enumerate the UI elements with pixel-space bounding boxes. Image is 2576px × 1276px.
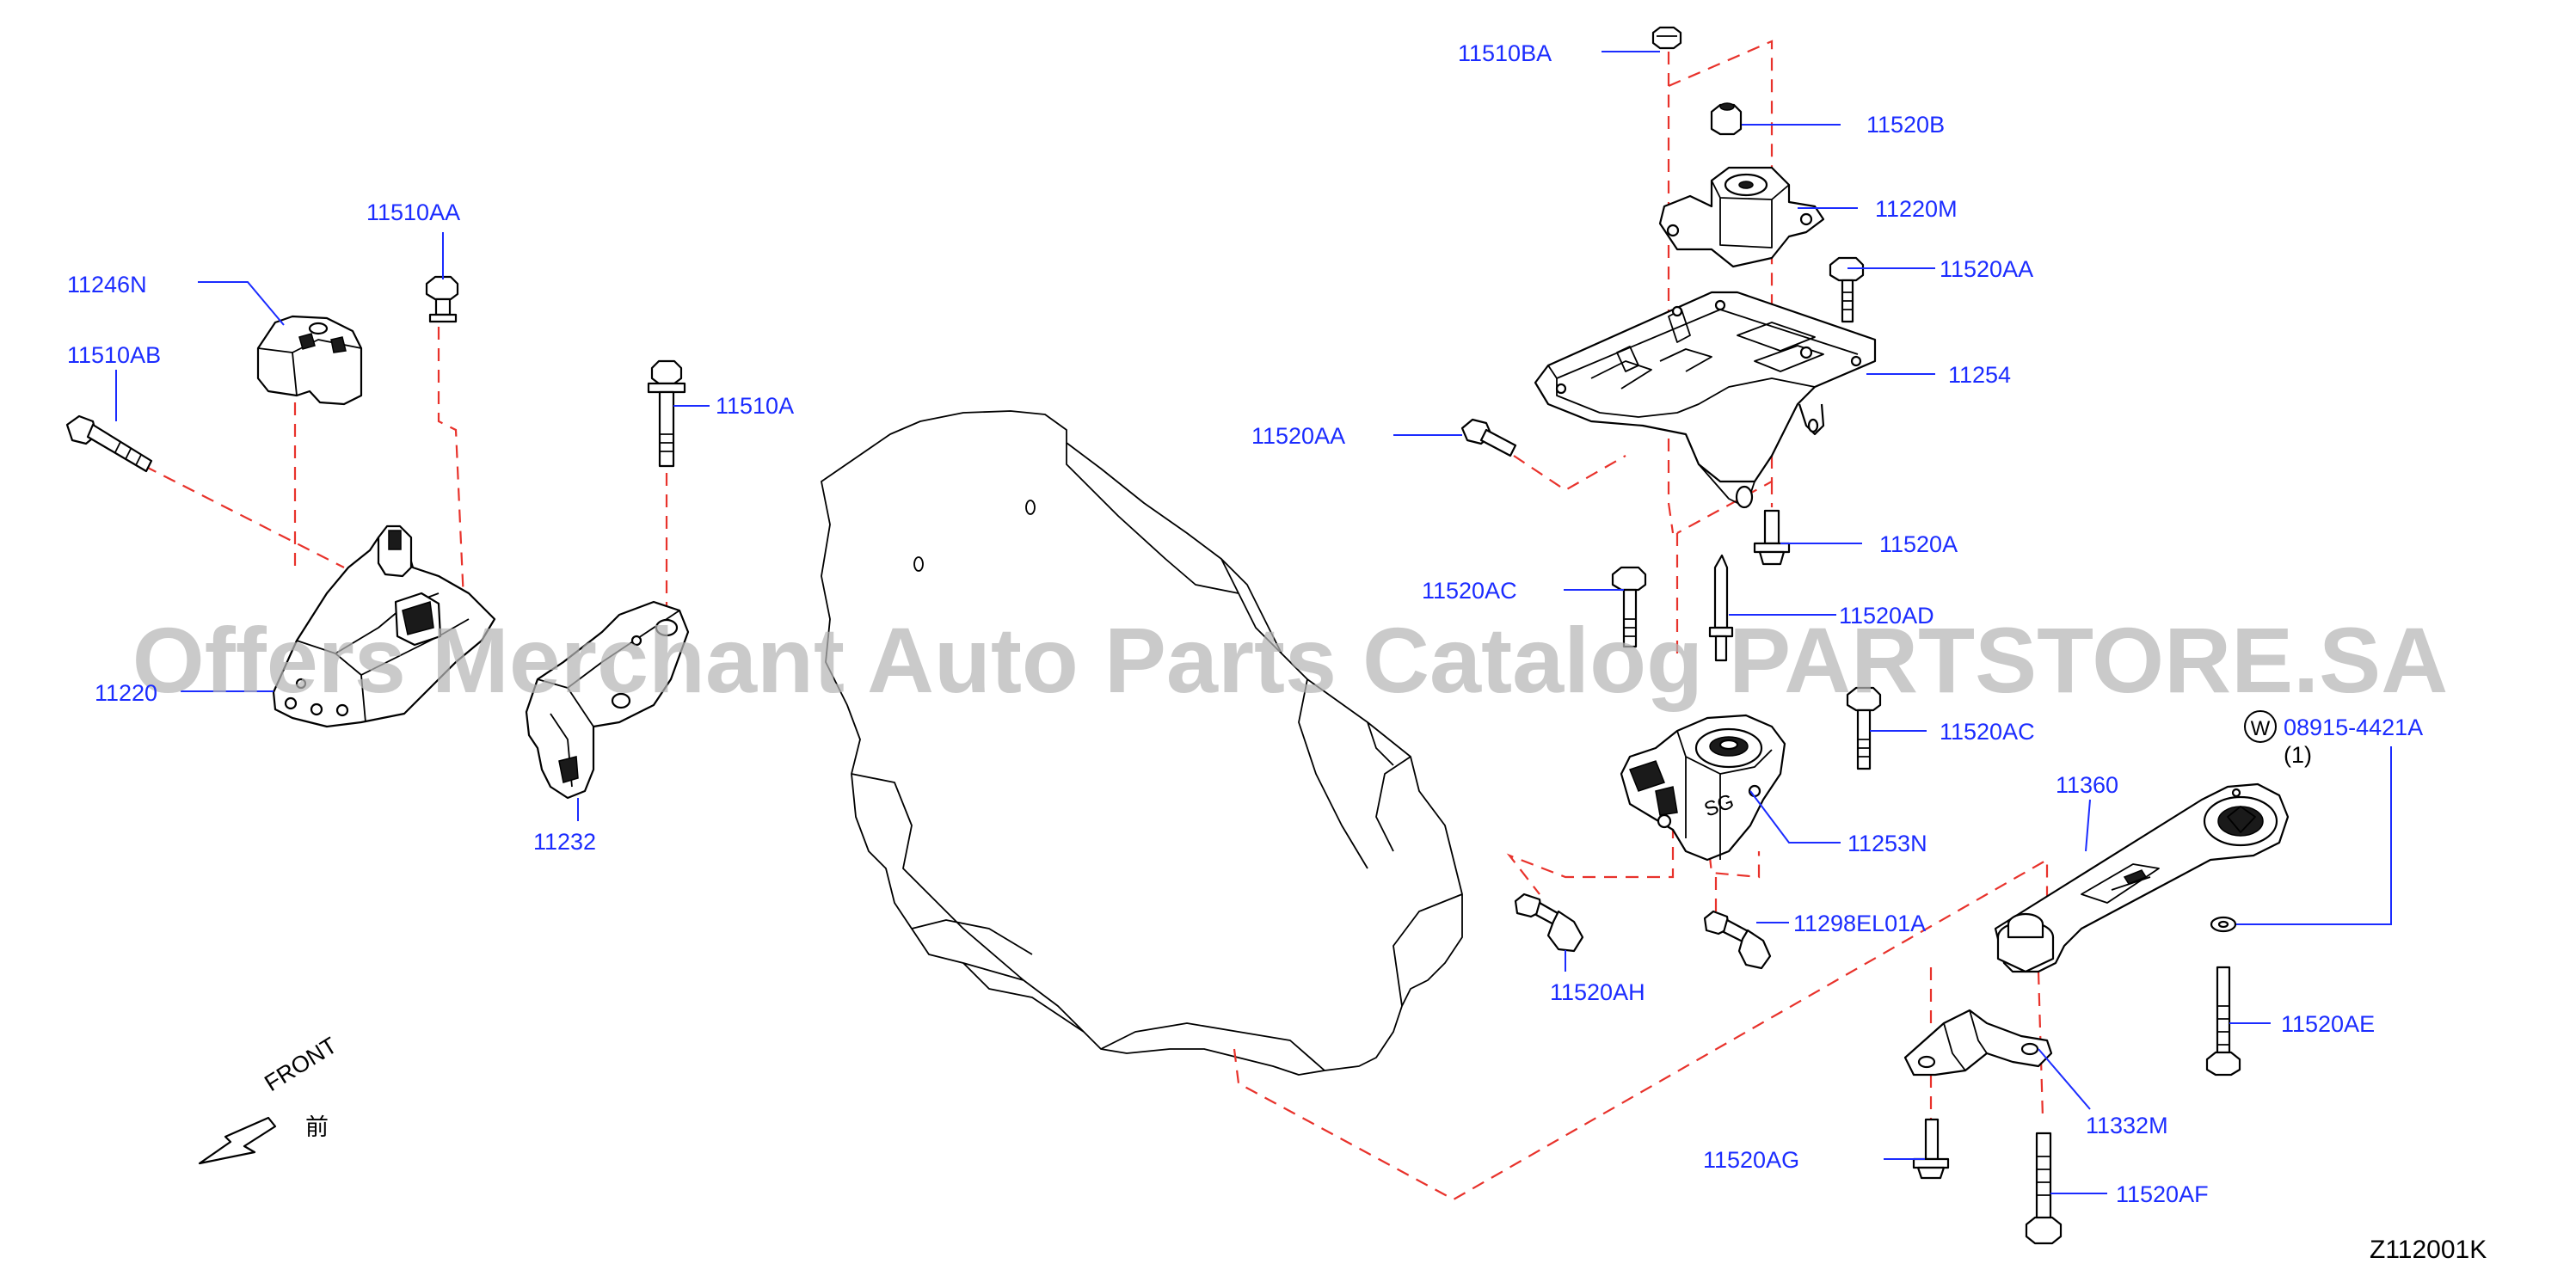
- label-11232: 11232: [533, 829, 596, 855]
- label-11254: 11254: [1948, 362, 2011, 388]
- bolt-11520a: [1753, 509, 1791, 566]
- front-kanji: 前: [305, 1114, 329, 1140]
- label-11253n: 11253N: [1847, 831, 1927, 856]
- label-11332m: 11332M: [2086, 1113, 2168, 1138]
- bolt-11520af: [2025, 1132, 2063, 1245]
- bracket-11232: [525, 600, 690, 800]
- front-label: FRONT: [260, 1032, 341, 1096]
- stud-11520ad: [1708, 554, 1734, 662]
- label-08915-qty: (1): [2284, 742, 2312, 768]
- nut-11510ba: [1651, 26, 1682, 50]
- stopper-11246n: [256, 315, 363, 406]
- label-11520b: 11520B: [1866, 112, 1945, 138]
- label-11520ac-left: 11520AC: [1422, 578, 1517, 604]
- label-11520ah: 11520AH: [1550, 979, 1645, 1005]
- leader-lines: [115, 51, 2392, 1194]
- bolt-11520aa-left: [1460, 418, 1517, 457]
- diagram-code: Z112001K: [2370, 1236, 2487, 1264]
- label-11510a: 11510A: [716, 393, 794, 419]
- label-11520aa-top: 11520AA: [1940, 256, 2033, 282]
- label-11220: 11220: [95, 680, 157, 706]
- washer-symbol: W: [2244, 710, 2277, 743]
- bolt-11520ac-right: [1846, 686, 1882, 770]
- washer-symbol-letter: W: [2251, 717, 2271, 740]
- label-11246n: 11246N: [67, 272, 147, 298]
- bolt-11510a: [647, 359, 686, 468]
- label-11520ac-right: 11520AC: [1940, 719, 2035, 745]
- label-08915-4421a: 08915-4421A: [2284, 715, 2423, 740]
- bolt-11298el01a: [1703, 910, 1772, 970]
- bolt-11520ae: [2205, 966, 2241, 1077]
- label-11520af: 11520AF: [2116, 1181, 2209, 1207]
- part-labels: 11510BA 11520B 11220M 11520AA 11254 1152…: [67, 40, 2423, 1207]
- bolt-11510ab: [65, 414, 153, 473]
- label-11510ba: 11510BA: [1458, 40, 1552, 66]
- label-11298el01a: 11298EL01A: [1793, 911, 1926, 936]
- torque-rod-11360: [1994, 782, 2290, 973]
- guide-lines: [144, 40, 2049, 1201]
- front-direction-arrow: [198, 1116, 277, 1165]
- mount-insulator-11220: [272, 525, 496, 728]
- label-11510ab: 11510AB: [67, 342, 161, 368]
- engine-block: [821, 410, 1463, 1076]
- washer-08915: [2210, 916, 2237, 933]
- bolt-11520aa-top: [1829, 256, 1865, 323]
- mount-insulator-11220m: [1658, 166, 1825, 268]
- label-11520a: 11520A: [1879, 531, 1958, 557]
- bolt-11510aa: [425, 275, 459, 323]
- label-11520ag: 11520AG: [1703, 1147, 1799, 1173]
- label-11220m: 11220M: [1875, 196, 1958, 222]
- bracket-11254: [1534, 291, 1877, 509]
- bracket-11332m: [1903, 1009, 2053, 1077]
- label-11520ad: 11520AD: [1839, 603, 1934, 629]
- label-11520aa-left: 11520AA: [1251, 423, 1345, 449]
- label-11360: 11360: [2056, 772, 2118, 798]
- label-11510aa: 11510AA: [366, 199, 460, 225]
- bolt-11520ah: [1514, 893, 1584, 953]
- bolt-11520ac-left: [1611, 566, 1647, 648]
- nut-11520b: [1710, 102, 1743, 136]
- watermark-text: Offers Merchant Auto Parts Catalog PARTS…: [132, 608, 2448, 712]
- mount-11253n: SG: [1620, 714, 1786, 862]
- label-11520ae: 11520AE: [2281, 1011, 2375, 1037]
- bolt-11520ag: [1912, 1118, 1950, 1180]
